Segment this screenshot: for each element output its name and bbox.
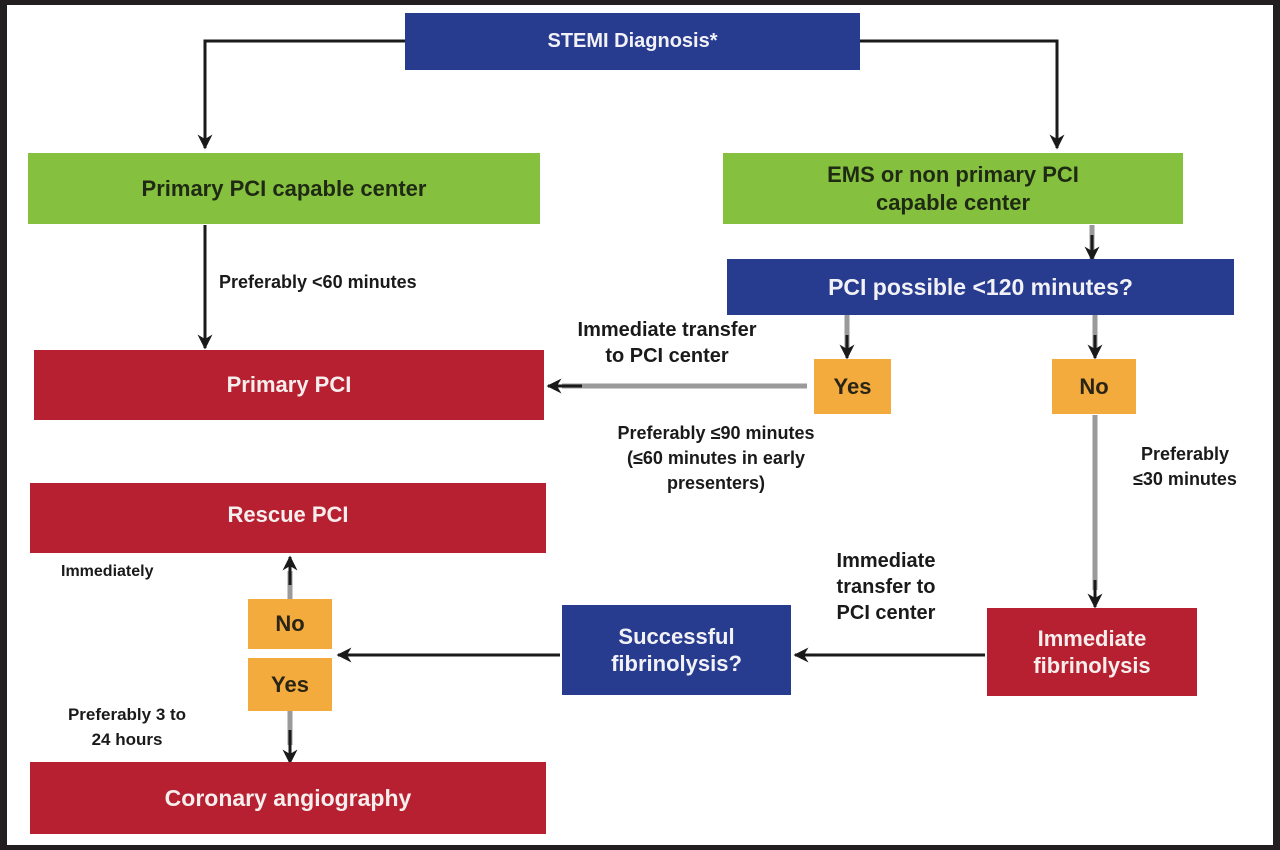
fibrinolysis-no-node: No: [248, 599, 332, 649]
label-preferably-90-line-2: (≤60 minutes in early: [627, 448, 805, 469]
primary-pci-center-text: Primary PCI capable center: [141, 175, 427, 201]
primary-pci-text: Primary PCI: [226, 372, 352, 398]
label-immediate-transfer-line-1: Immediate transfer: [577, 319, 757, 341]
label-preferably-90: Preferably ≤90 minutes (≤60 minutes in e…: [555, 421, 877, 497]
label-immediately-text: Immediately: [61, 563, 154, 580]
label-preferably-3-24-line-1: Preferably 3 to: [67, 705, 187, 724]
rescue-pci-node: Rescue PCI: [30, 483, 546, 553]
label-immediate-transfer-2-line-2: transfer to: [836, 576, 936, 598]
label-preferably-90-line-3: presenters): [666, 473, 766, 494]
label-preferably-60: Preferably <60 minutes: [219, 271, 417, 294]
label-immediate-transfer-2-line-3: PCI center: [836, 602, 936, 624]
immediate-fibrinolysis-line-2: fibrinolysis: [1033, 653, 1151, 678]
primary-pci-node: Primary PCI: [34, 350, 544, 420]
connectors: [197, 39, 1103, 765]
yes-transfer-node: Yes: [814, 359, 891, 414]
pci-possible-decision-node: PCI possible <120 minutes?: [727, 259, 1234, 315]
no-transfer-node: No: [1052, 359, 1136, 414]
ems-non-primary-node: EMS or non primary PCI capable center: [723, 153, 1183, 224]
fibrinolysis-no-text: No: [275, 611, 305, 637]
label-preferably-60-text: Preferably <60 minutes: [219, 272, 417, 292]
successful-fibrinolysis-line-2: fibrinolysis?: [611, 651, 742, 676]
yes-transfer-text: Yes: [833, 373, 872, 399]
label-immediate-transfer-2-line-1: Immediate: [836, 550, 936, 572]
immediate-fibrinolysis-node: Immediate fibrinolysis: [987, 608, 1197, 696]
coronary-angiography-text: Coronary angiography: [164, 784, 412, 811]
arrow-diagnosis-to-ems: [860, 39, 1065, 150]
fibrinolysis-yes-text: Yes: [271, 671, 309, 697]
label-immediately: Immediately: [61, 562, 153, 583]
label-preferably-30-line-1: Preferably: [1140, 444, 1230, 464]
stemi-diagnosis-text: STEMI Diagnosis*: [547, 30, 718, 52]
label-preferably-30: Preferably ≤30 minutes: [1110, 442, 1260, 492]
label-preferably-90-line-1: Preferably ≤90 minutes: [617, 423, 815, 443]
rescue-pci-text: Rescue PCI: [227, 502, 349, 527]
label-preferably-30-line-2: ≤30 minutes: [1133, 469, 1237, 490]
label-preferably-3-24: Preferably 3 to 24 hours: [27, 703, 227, 752]
primary-pci-center-node: Primary PCI capable center: [28, 153, 540, 224]
ems-text-line-1: EMS or non primary PCI: [827, 162, 1079, 187]
successful-fibrinolysis-node: Successful fibrinolysis?: [562, 605, 791, 695]
ems-text-line-2: capable center: [875, 189, 1031, 215]
pci-possible-text: PCI possible <120 minutes?: [828, 273, 1133, 300]
arrow-diagnosis-to-primary-center: [197, 39, 405, 150]
no-transfer-text: No: [1079, 373, 1109, 399]
label-immediate-transfer-line-2: to PCI center: [605, 345, 729, 367]
flowchart-canvas: STEMI Diagnosis* Primary PCI capable cen…: [7, 5, 1273, 845]
coronary-angiography-node: Coronary angiography: [30, 762, 546, 834]
immediate-fibrinolysis-line-1: Immediate: [1037, 625, 1147, 651]
label-immediate-transfer-pci-2: Immediate transfer to PCI center: [801, 548, 971, 626]
stemi-diagnosis-node: STEMI Diagnosis*: [405, 13, 860, 70]
successful-fibrinolysis-line-1: Successful: [618, 623, 735, 649]
fibrinolysis-yes-node: Yes: [248, 658, 332, 711]
label-immediate-transfer-pci: Immediate transfer to PCI center: [527, 317, 807, 369]
label-preferably-3-24-line-2: 24 hours: [91, 729, 163, 749]
